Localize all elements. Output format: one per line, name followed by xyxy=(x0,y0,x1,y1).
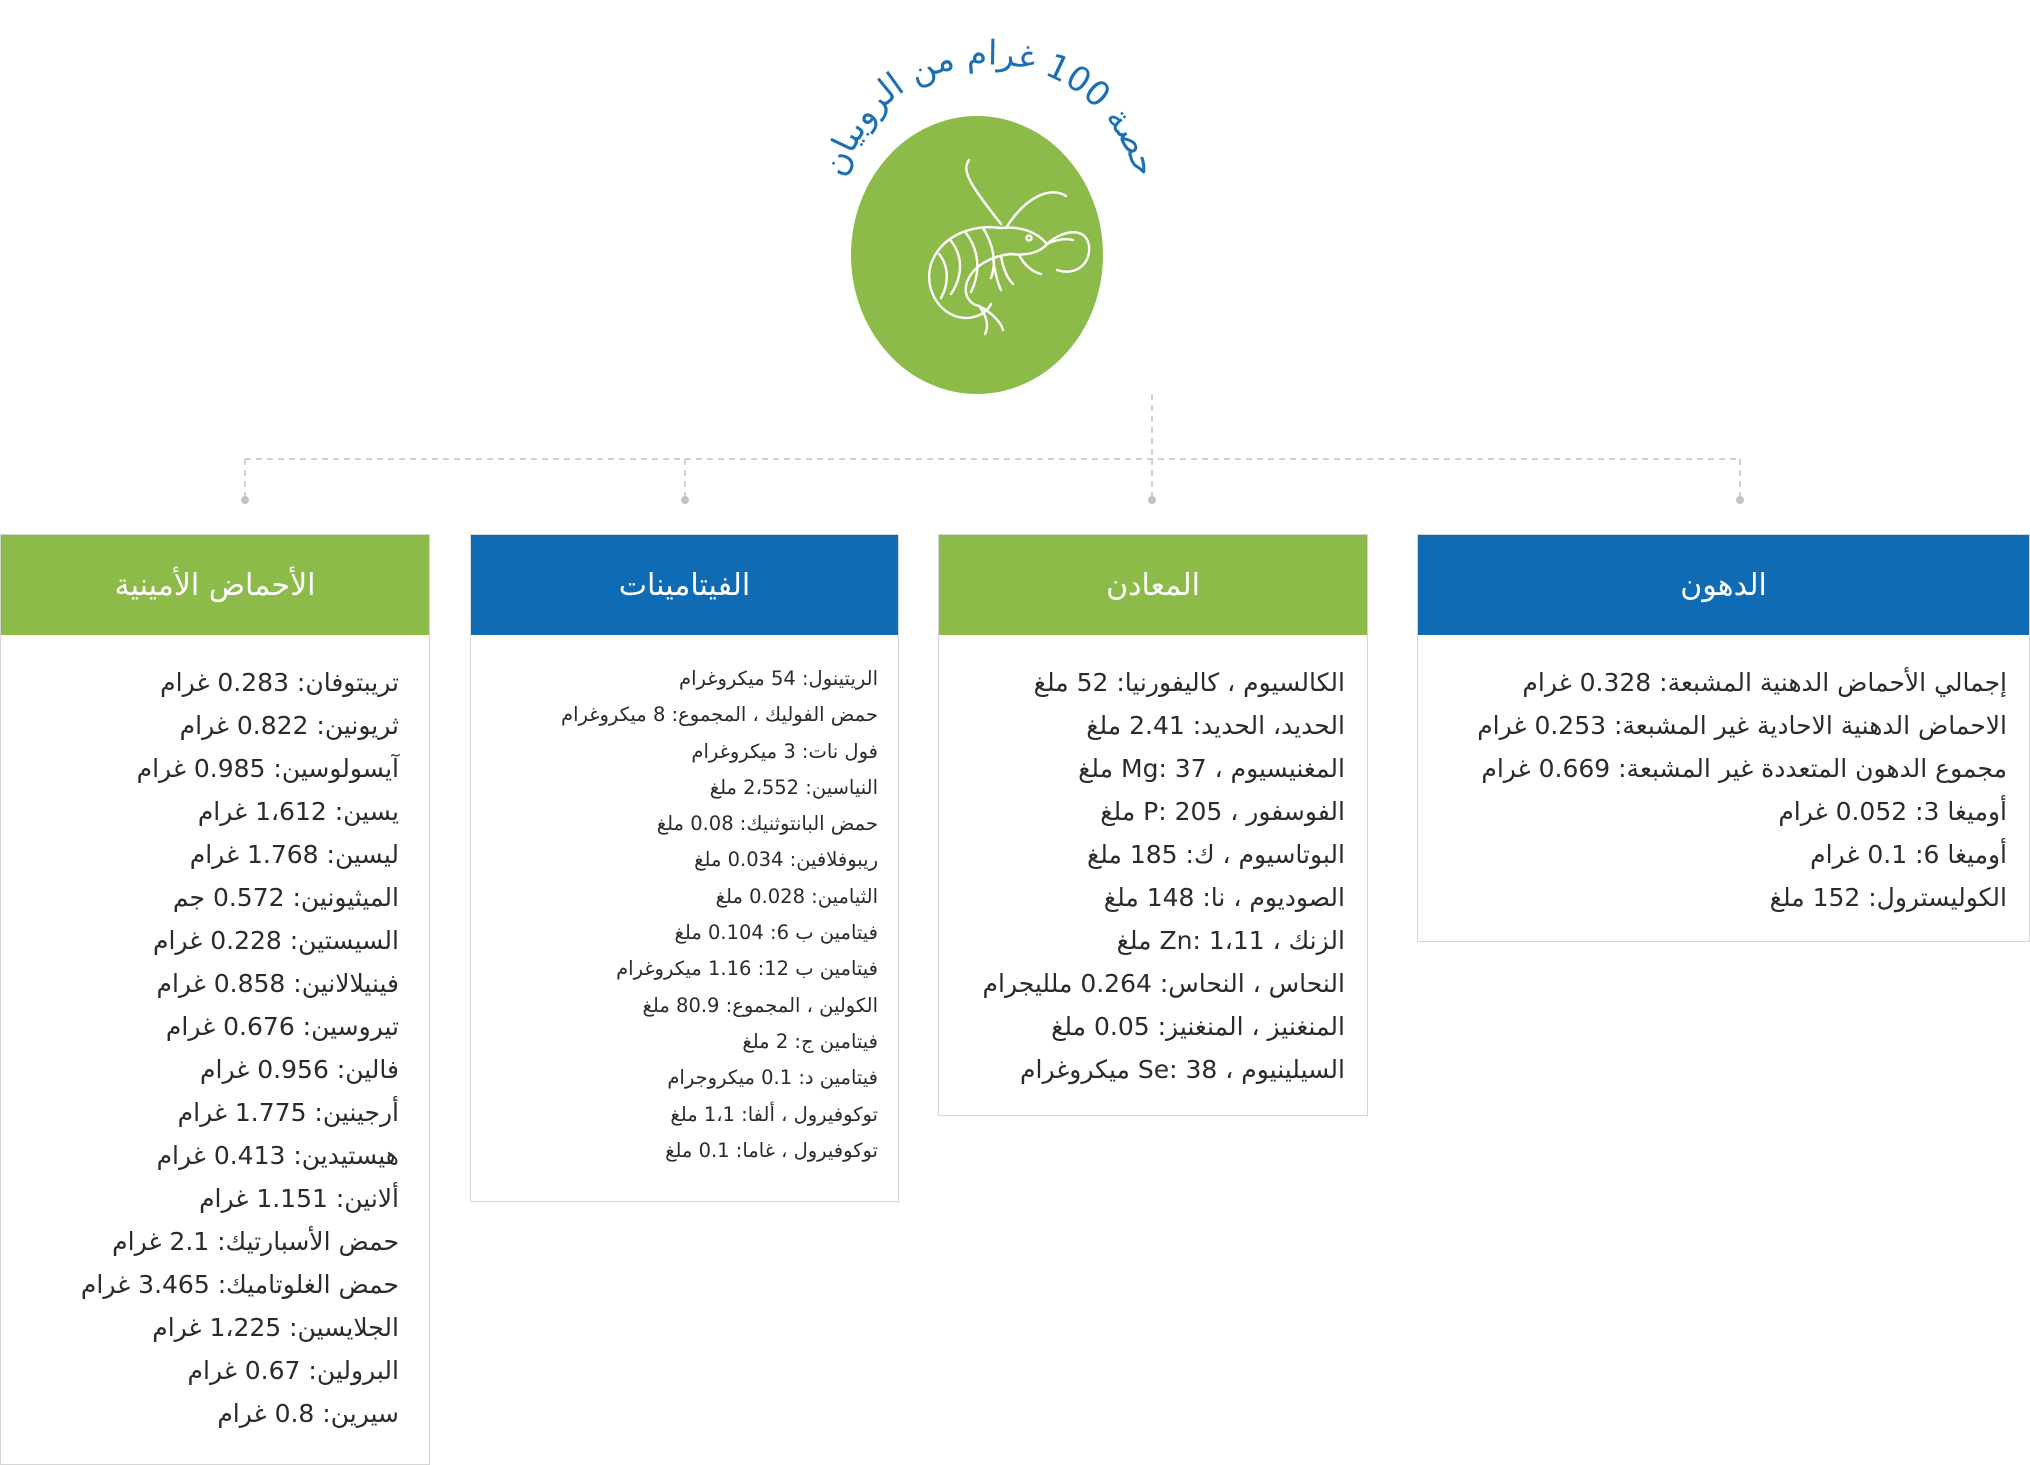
list-item: الاحماض الدهنية الاحادية غير المشبعة: 0.… xyxy=(1477,711,2007,740)
list-item: الكوليسترول: 152 ملغ xyxy=(1769,883,2007,912)
list-item: أوميغا 6: 0.1 غرام xyxy=(1810,840,2007,869)
list-item: سيرين: 0.8 غرام xyxy=(217,1399,399,1428)
list-item: الكالسيوم ، كاليفورنيا: 52 ملغ xyxy=(1033,668,1345,697)
list-item: النحاس ، النحاس: 0.264 ملليجرام xyxy=(982,969,1345,998)
list-item: البوتاسيوم ، ك: 185 ملغ xyxy=(1086,840,1345,869)
list-item: الصوديوم ، نا: 148 ملغ xyxy=(1103,883,1345,912)
list-item: توكوفيرول ، غاما: 0.1 ملغ xyxy=(665,1138,878,1162)
list-item: يسين: 1،612 غرام xyxy=(197,797,399,826)
amino-acids-box: الأحماض الأمينية تريبتوفان: 0.283 غرام ث… xyxy=(0,534,430,1465)
list-item: توكوفيرول ، ألفا: 1،1 ملغ xyxy=(670,1102,878,1126)
list-item: الريتينول: 54 ميكروغرام xyxy=(679,667,878,690)
list-item: الثيامين: 0.028 ملغ xyxy=(715,884,878,908)
minerals-list: الكالسيوم ، كاليفورنيا: 52 ملغ الحديد، ا… xyxy=(939,635,1367,1091)
vitamins-box: الفيتامينات الريتينول: 54 ميكروغرام حمض … xyxy=(470,534,899,1202)
connector-dot xyxy=(1736,496,1744,504)
list-item: ألانين: 1.151 غرام xyxy=(199,1184,399,1213)
list-item: السيلينيوم ، Se: 38 ميكروغرام xyxy=(1020,1055,1345,1084)
list-item: آيسولوسين: 0.985 غرام xyxy=(136,754,399,783)
amino-acids-list: تريبتوفان: 0.283 غرام ثريونين: 0.822 غرا… xyxy=(1,635,429,1435)
list-item: حمض الأسبارتيك: 2.1 غرام xyxy=(112,1227,399,1256)
fats-header: الدهون xyxy=(1418,535,2029,635)
list-item: فيتامين ج: 2 ملغ xyxy=(742,1029,878,1053)
list-item: هيستيدين: 0.413 غرام xyxy=(156,1141,399,1170)
list-item: حمض الغلوتاميك: 3.465 غرام xyxy=(80,1270,399,1299)
list-item: تيروسين: 0.676 غرام xyxy=(165,1012,399,1041)
list-item: فينيلالانين: 0.858 غرام xyxy=(156,969,400,998)
list-item: الجلايسين: 1،225 غرام xyxy=(152,1313,399,1342)
minerals-header: المعادن xyxy=(939,535,1367,635)
vitamins-list: الريتينول: 54 ميكروغرام حمض الفوليك ، ال… xyxy=(471,635,898,1169)
list-item: أرجينين: 1.775 غرام xyxy=(177,1098,399,1127)
list-item: الكولين ، المجموع: 80.9 ملغ xyxy=(642,993,878,1017)
list-item: النياسين: 2،552 ملغ xyxy=(709,775,878,799)
list-item: السيستين: 0.228 غرام xyxy=(152,926,399,955)
list-item: فالين: 0.956 غرام xyxy=(200,1055,399,1084)
list-item: فيتامين ب 6: 0.104 ملغ xyxy=(674,921,878,945)
list-item: فيتامين ب 12: 1.16 ميكروغرام xyxy=(616,957,878,981)
list-item: البرولين: 0.67 غرام xyxy=(187,1356,399,1385)
list-item: الميثيونين: 0.572 جم xyxy=(172,883,399,912)
vitamins-header: الفيتامينات xyxy=(471,535,898,635)
minerals-box: المعادن الكالسيوم ، كاليفورنيا: 52 ملغ ا… xyxy=(938,534,1368,1116)
list-item: ليسين: 1.768 غرام xyxy=(189,840,399,869)
fats-box: الدهون إجمالي الأحماض الدهنية المشبعة: 0… xyxy=(1417,534,2030,942)
list-item: تريبتوفان: 0.283 غرام xyxy=(160,668,399,697)
list-item: المنغنيز ، المنغنيز: 0.05 ملغ xyxy=(1051,1012,1345,1041)
list-item: فول نات: 3 ميكروغرام xyxy=(691,739,878,763)
list-item: حمض البانتوثنيك: 0.08 ملغ xyxy=(656,812,878,836)
list-item: المغنيسيوم ، Mg: 37 ملغ xyxy=(1078,754,1345,783)
list-item: ريبوفلافين: 0.034 ملغ xyxy=(694,848,878,872)
amino-acids-header: الأحماض الأمينية xyxy=(1,535,429,635)
list-item: فيتامين د: 0.1 ميكروجرام xyxy=(667,1066,878,1090)
list-item: مجموع الدهون المتعددة غير المشبعة: 0.669… xyxy=(1481,754,2007,783)
list-item: الزنك ، Zn: 1،11 ملغ xyxy=(1116,926,1345,955)
list-item: أوميغا 3: 0.052 غرام xyxy=(1778,797,2007,826)
list-item: الفوسفور ، P: 205 ملغ xyxy=(1100,797,1345,826)
connector-dot xyxy=(681,496,689,504)
connector-lines xyxy=(241,394,1744,504)
connector-dot xyxy=(241,496,249,504)
shrimp-icon xyxy=(928,158,1091,336)
connector-dot xyxy=(1148,496,1156,504)
list-item: إجمالي الأحماض الدهنية المشبعة: 0.328 غر… xyxy=(1522,668,2007,697)
fats-list: إجمالي الأحماض الدهنية المشبعة: 0.328 غر… xyxy=(1418,635,2029,919)
center-circle xyxy=(851,116,1103,394)
list-item: حمض الفوليك ، المجموع: 8 ميكروغرام xyxy=(561,703,878,727)
list-item: ثريونين: 0.822 غرام xyxy=(179,711,399,740)
list-item: الحديد، الحديد: 2.41 ملغ xyxy=(1086,711,1345,740)
